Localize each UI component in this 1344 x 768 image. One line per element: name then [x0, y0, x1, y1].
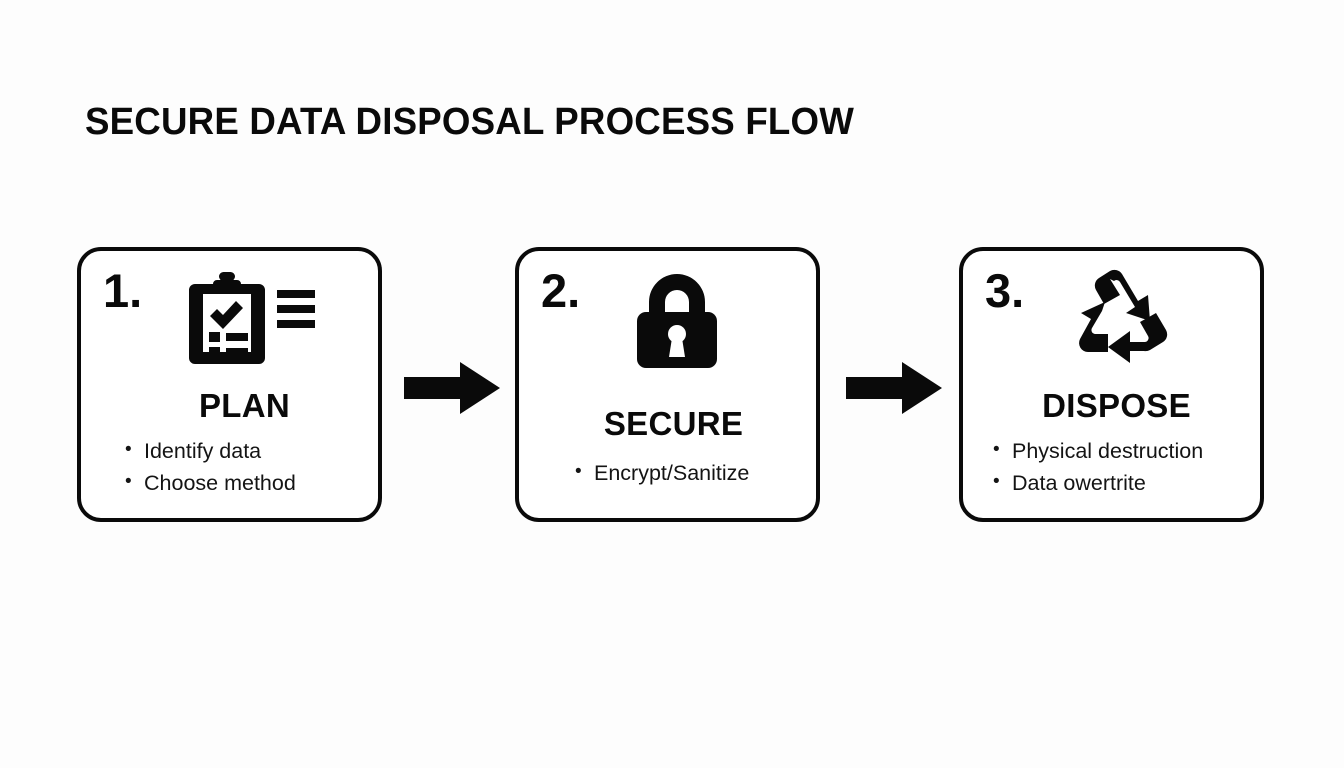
step-bullet-list: Physical destruction Data owertrite [963, 434, 1260, 499]
list-item: Data owertrite [993, 466, 1260, 499]
arrow-right-icon [846, 362, 942, 414]
step-number: 3. [985, 264, 1025, 317]
recycle-icon [963, 265, 1260, 371]
step-card-dispose[interactable]: 3. DISPOSE Physical destruction Data [959, 247, 1264, 522]
step-bullet-list: Encrypt/Sanitize [519, 456, 816, 489]
padlock-icon [519, 265, 816, 371]
list-item: Encrypt/Sanitize [575, 456, 816, 489]
list-item: Choose method [125, 466, 378, 499]
step-bullet-list: Identify data Choose method [81, 434, 378, 499]
process-flow-row: 1. [77, 247, 1265, 522]
step-heading: PLAN [198, 387, 291, 424]
step-number: 1. [103, 264, 143, 317]
step-card-secure[interactable]: 2. SECURE Encrypt/Sanitize [515, 247, 820, 522]
step-heading: SECURE [603, 405, 744, 442]
step-number: 2. [541, 264, 581, 317]
arrow-right-icon [404, 362, 500, 414]
page-title: SECURE DATA DISPOSAL PROCESS FLOW [85, 101, 855, 143]
step-heading: DISPOSE [1042, 387, 1191, 424]
step-card-plan[interactable]: 1. [77, 247, 382, 522]
list-item: Physical destruction [993, 434, 1260, 467]
clipboard-checklist-icon [81, 265, 378, 371]
list-item: Identify data [125, 434, 378, 467]
